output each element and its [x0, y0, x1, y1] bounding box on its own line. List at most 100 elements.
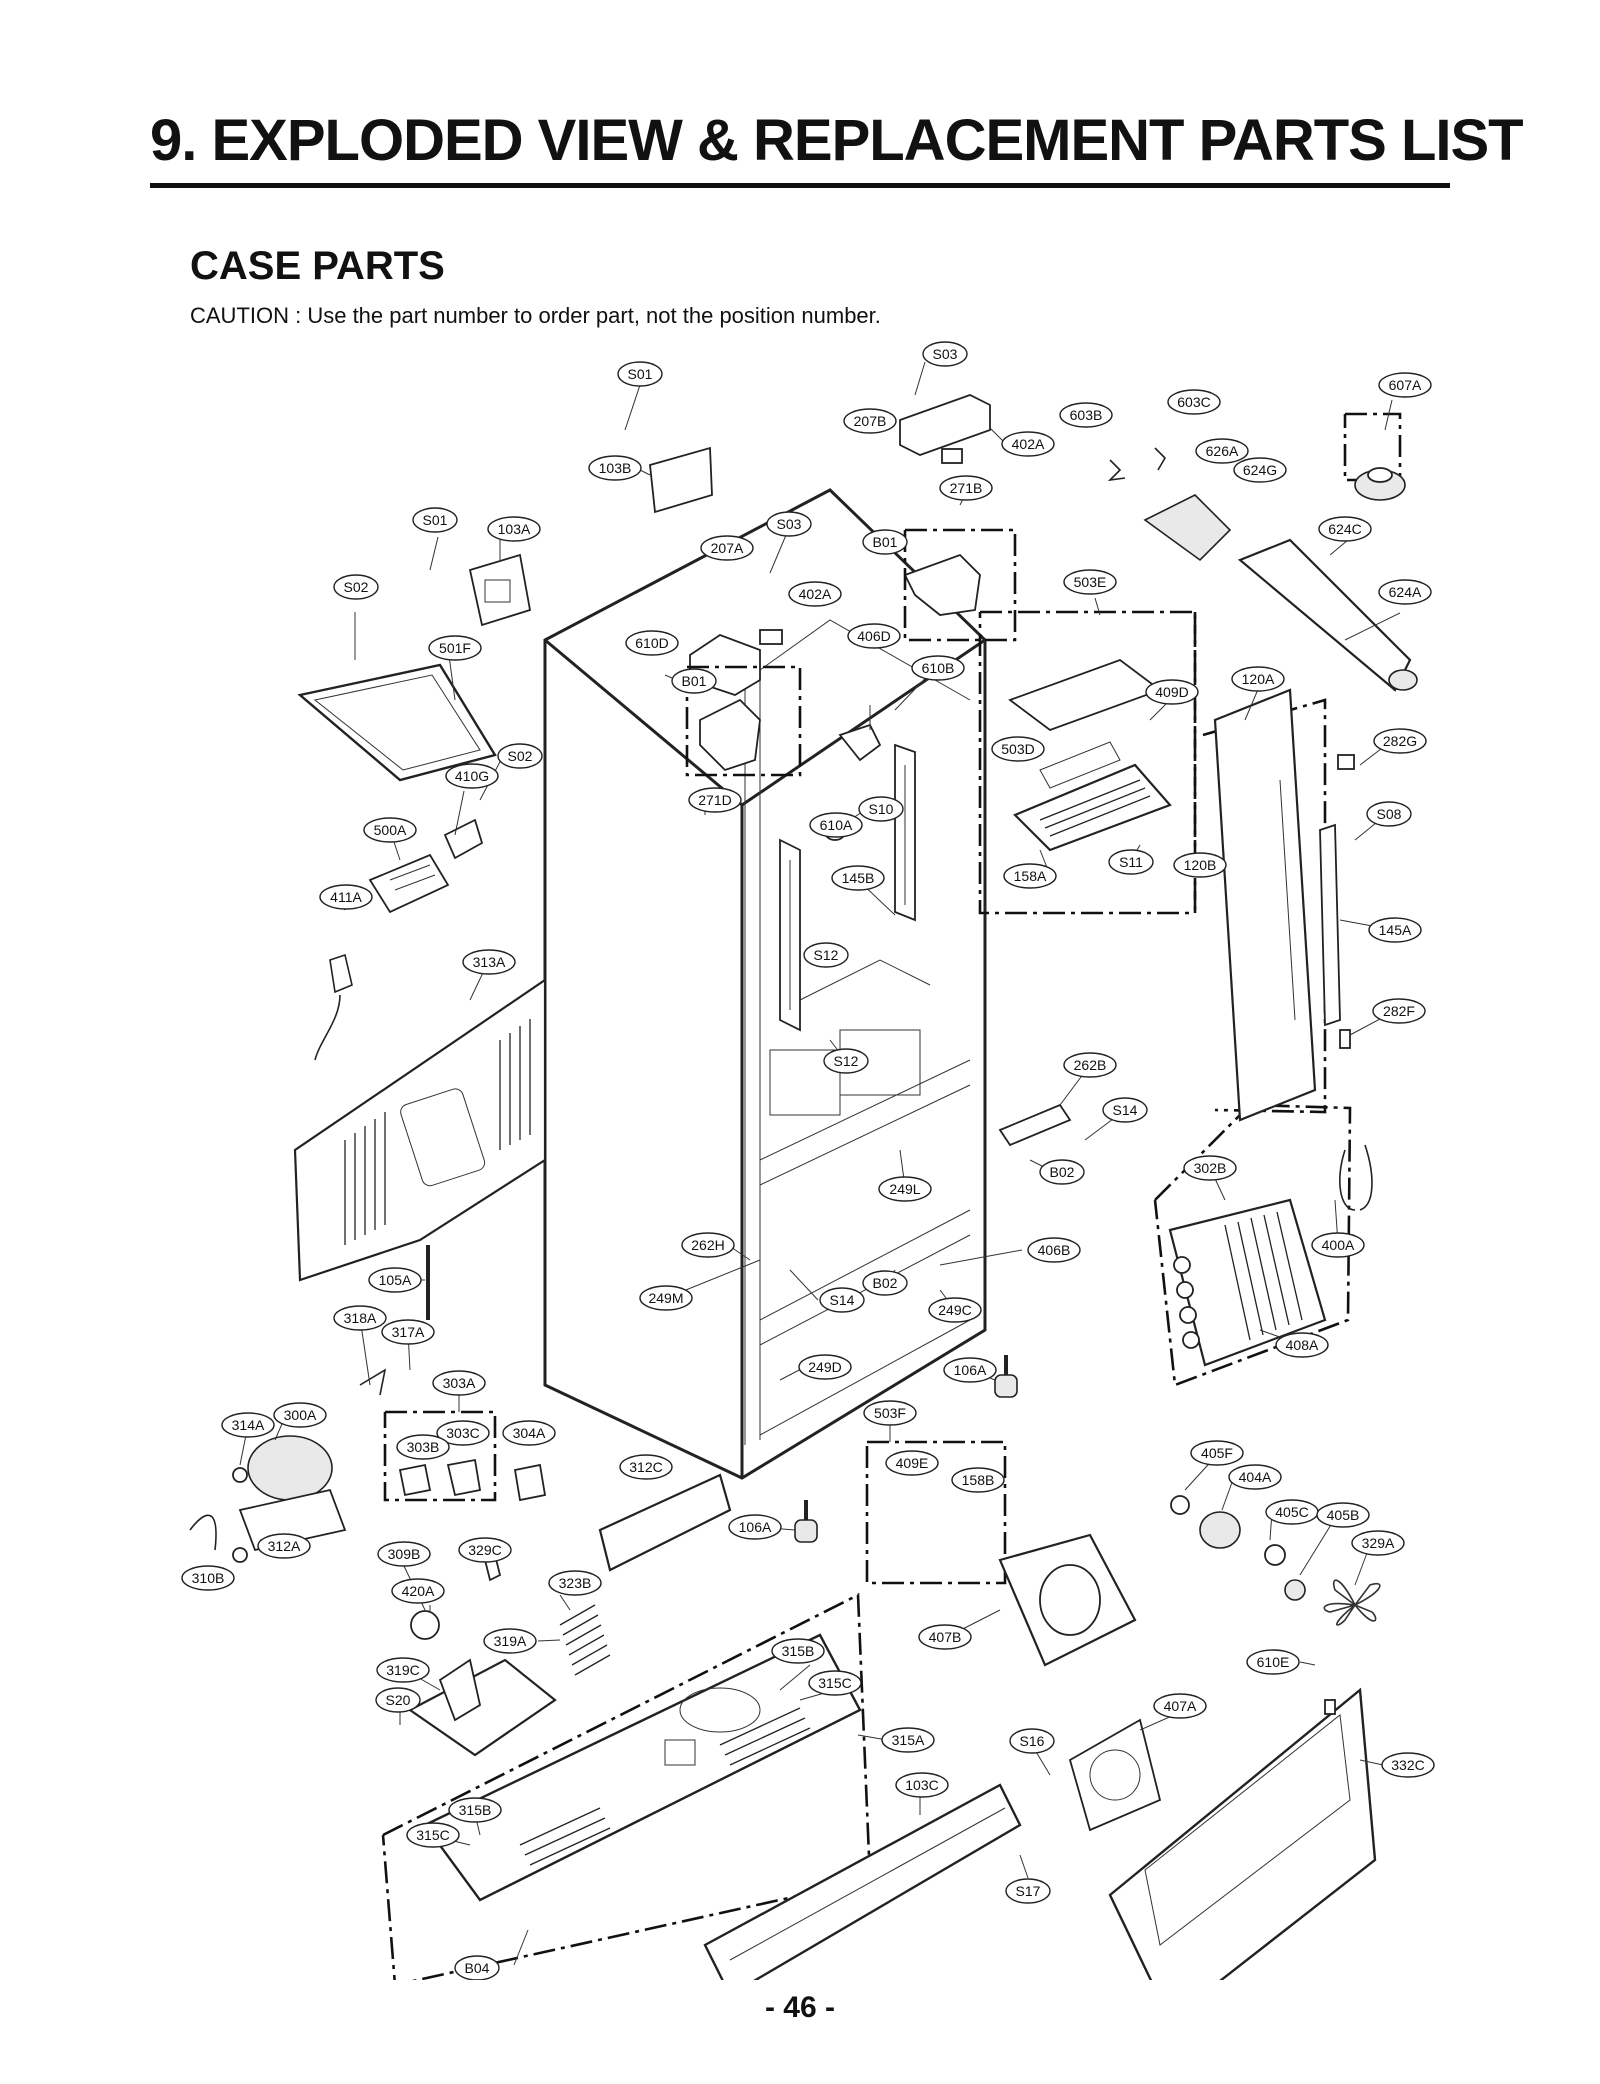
svg-text:319A: 319A	[494, 1633, 527, 1649]
callout-312C: 312C	[619, 1454, 673, 1480]
callout-271B: 271B	[939, 475, 993, 501]
svg-text:103B: 103B	[599, 460, 632, 476]
svg-text:271D: 271D	[698, 792, 731, 808]
svg-text:409D: 409D	[1155, 684, 1188, 700]
svg-text:S17: S17	[1016, 1883, 1041, 1899]
callout-409D: 409D	[1145, 679, 1199, 705]
callout-S14-mid: S14	[819, 1287, 865, 1313]
svg-text:312A: 312A	[268, 1538, 301, 1554]
svg-text:S14: S14	[830, 1292, 855, 1308]
svg-text:S03: S03	[777, 516, 802, 532]
callout-400A: 400A	[1311, 1232, 1365, 1258]
callout-332C: 332C	[1381, 1752, 1435, 1778]
svg-text:262B: 262B	[1074, 1057, 1107, 1073]
svg-text:624C: 624C	[1328, 521, 1361, 537]
svg-text:S02: S02	[508, 748, 533, 764]
callout-S10: S10	[858, 796, 904, 822]
svg-text:S20: S20	[386, 1692, 411, 1708]
caution-note: CAUTION : Use the part number to order p…	[190, 303, 881, 328]
callout-303C: 303C	[436, 1420, 490, 1446]
svg-text:420A: 420A	[402, 1583, 435, 1599]
svg-text:120A: 120A	[1242, 671, 1275, 687]
callout-407B: 407B	[918, 1624, 972, 1650]
callout-500A: 500A	[363, 817, 417, 843]
callout-406D: 406D	[847, 623, 901, 649]
svg-text:207A: 207A	[711, 540, 744, 556]
callout-610B: 610B	[911, 655, 965, 681]
callout-303A: 303A	[432, 1370, 486, 1396]
svg-text:406D: 406D	[857, 628, 890, 644]
callout-300A: 300A	[273, 1402, 327, 1428]
svg-text:409E: 409E	[896, 1455, 929, 1471]
callout-410G: 410G	[445, 763, 499, 789]
callout-329A: 329A	[1351, 1530, 1405, 1556]
svg-text:S08: S08	[1377, 806, 1402, 822]
svg-text:103A: 103A	[498, 521, 531, 537]
svg-text:402A: 402A	[1012, 436, 1045, 452]
title-rule	[150, 183, 1450, 188]
callout-310B: 310B	[181, 1565, 235, 1591]
callout-120A: 120A	[1231, 666, 1285, 692]
callout-262H: 262H	[681, 1232, 735, 1258]
callout-158B: 158B	[951, 1467, 1005, 1493]
svg-text:603C: 603C	[1177, 394, 1210, 410]
callout-408A: 408A	[1275, 1332, 1329, 1358]
section-title: CASE PARTS	[190, 244, 445, 288]
callout-624C: 624C	[1318, 516, 1372, 542]
svg-text:B04: B04	[465, 1960, 490, 1976]
callout-B04: B04	[454, 1955, 500, 1980]
svg-text:262H: 262H	[691, 1237, 724, 1253]
svg-text:310B: 310B	[192, 1570, 225, 1586]
callout-610D: 610D	[625, 630, 679, 656]
callout-624G: 624G	[1233, 457, 1287, 483]
svg-text:607A: 607A	[1389, 377, 1422, 393]
callout-315C-bot: 315C	[406, 1822, 460, 1848]
svg-text:S12: S12	[814, 947, 839, 963]
callout-249D: 249D	[798, 1354, 852, 1380]
svg-text:309B: 309B	[388, 1546, 421, 1562]
svg-text:249M: 249M	[648, 1290, 683, 1306]
svg-text:319C: 319C	[386, 1662, 419, 1678]
svg-text:410G: 410G	[455, 768, 489, 784]
callout-503D: 503D	[991, 736, 1045, 762]
callout-312A: 312A	[257, 1533, 311, 1559]
callout-309B: 309B	[377, 1541, 431, 1567]
callout-607A: 607A	[1378, 372, 1432, 398]
svg-text:S16: S16	[1020, 1733, 1045, 1749]
svg-text:B02: B02	[873, 1275, 898, 1291]
svg-text:503D: 503D	[1001, 741, 1034, 757]
callout-503F: 503F	[863, 1400, 917, 1426]
svg-text:249D: 249D	[808, 1359, 841, 1375]
svg-text:406B: 406B	[1038, 1242, 1071, 1258]
svg-text:503F: 503F	[874, 1405, 906, 1421]
callout-503E: 503E	[1063, 569, 1117, 595]
svg-text:282G: 282G	[1383, 733, 1417, 749]
callout-120B: 120B	[1173, 852, 1227, 878]
callout-207A: 207A	[700, 535, 754, 561]
svg-text:S01: S01	[423, 512, 448, 528]
callout-315A: 315A	[881, 1727, 935, 1753]
callout-S03-top: S03	[922, 341, 968, 367]
callout-S16: S16	[1009, 1728, 1055, 1754]
svg-text:315A: 315A	[892, 1732, 925, 1748]
svg-text:145A: 145A	[1379, 922, 1412, 938]
callout-323B: 323B	[548, 1570, 602, 1596]
svg-text:S01: S01	[628, 366, 653, 382]
callout-249L: 249L	[878, 1176, 932, 1202]
svg-text:407B: 407B	[929, 1629, 962, 1645]
callout-249M: 249M	[639, 1285, 693, 1311]
callout-249C: 249C	[928, 1297, 982, 1323]
callout-B02-mid: B02	[862, 1270, 908, 1296]
callout-406B: 406B	[1027, 1237, 1081, 1263]
callout-404A: 404A	[1228, 1464, 1282, 1490]
svg-text:S10: S10	[869, 801, 894, 817]
callout-314A: 314A	[221, 1412, 275, 1438]
svg-text:408A: 408A	[1286, 1337, 1319, 1353]
callout-S01-top: S01	[617, 361, 663, 387]
callout-319A: 319A	[483, 1628, 537, 1654]
svg-text:106A: 106A	[739, 1519, 772, 1535]
callout-S02-mid: S02	[497, 743, 543, 769]
svg-text:S02: S02	[344, 579, 369, 595]
callout-S17: S17	[1005, 1878, 1051, 1904]
svg-text:315C: 315C	[416, 1827, 449, 1843]
